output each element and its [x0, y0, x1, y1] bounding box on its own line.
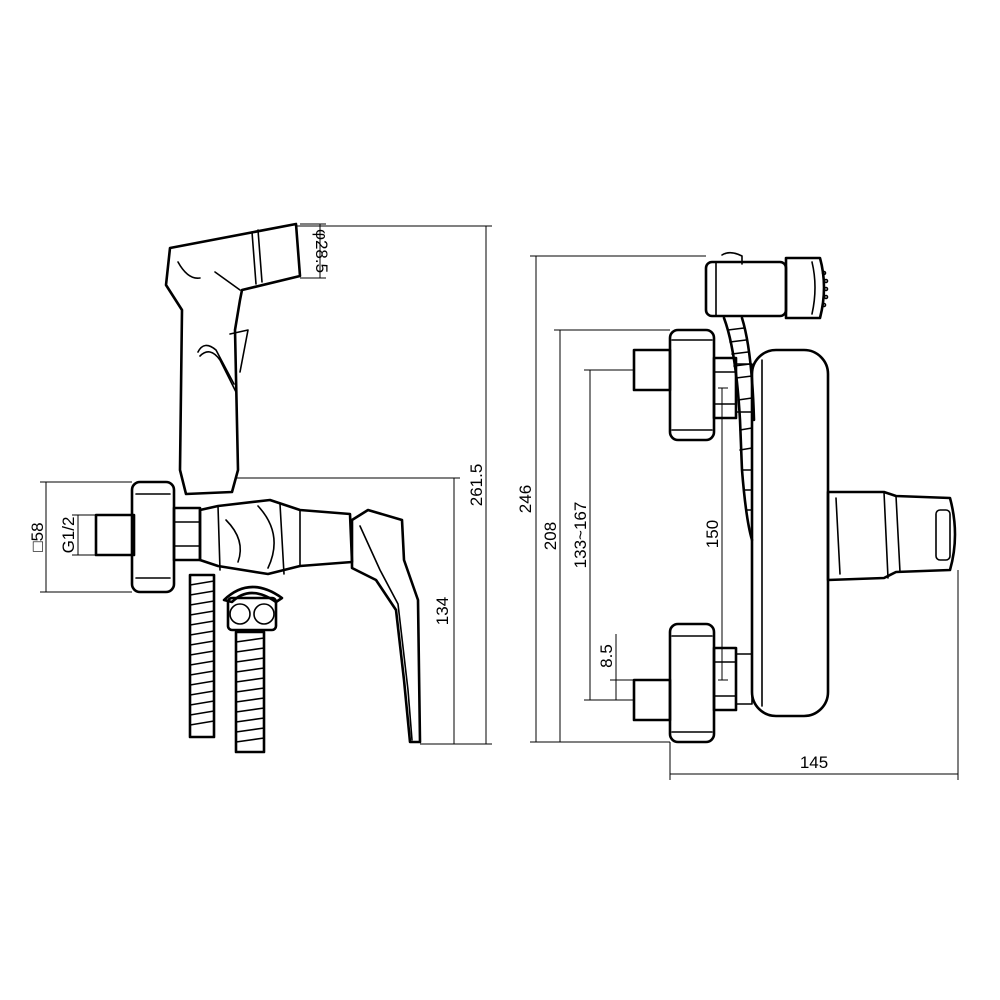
dim-text-150: 150 — [703, 520, 722, 548]
dim-text-145: 145 — [800, 753, 828, 772]
dim-261-5: 261.5 — [296, 225, 492, 745]
mixer-body-front — [750, 348, 830, 718]
hose-left — [188, 573, 216, 739]
dim-145: 145 — [669, 570, 959, 780]
dim-text-phi-28-5: φ28.5 — [312, 229, 331, 273]
wall-plate-side — [130, 480, 176, 594]
hose-right — [234, 630, 266, 754]
upper-mount — [632, 328, 753, 442]
hose-outlet — [222, 585, 284, 632]
dim-8-5: 8.5 — [597, 634, 634, 700]
dim-text-square-58: □58 — [28, 522, 47, 551]
dim-g1-2: G1/2 — [59, 514, 96, 556]
dim-208: 208 — [541, 329, 670, 742]
dim-133-167: 133~167 — [571, 369, 634, 701]
side-handle — [826, 490, 957, 582]
dim-text-134: 134 — [433, 597, 452, 625]
dim-134: 134 — [236, 477, 460, 744]
hex-nut — [172, 506, 202, 562]
inlet-pipe — [94, 513, 136, 557]
left-view: 261.5 φ28.5 134 □58 G1/2 — [28, 222, 492, 754]
top-sprayer — [704, 251, 829, 320]
mixer-body — [198, 498, 354, 576]
dim-text-g1-2: G1/2 — [59, 517, 78, 554]
dim-text-8-5: 8.5 — [597, 644, 616, 668]
dim-text-261-5: 261.5 — [467, 464, 486, 507]
hose-front — [722, 316, 756, 542]
dim-phi-28-5: φ28.5 — [300, 223, 331, 279]
right-view: 246 208 133~167 8.5 150 — [516, 251, 959, 780]
dim-text-208: 208 — [541, 522, 560, 550]
dim-150: 150 — [703, 387, 728, 681]
lower-mount — [632, 622, 753, 744]
dim-square-58: □58 — [28, 481, 132, 593]
dim-246: 246 — [516, 255, 706, 743]
dim-text-246: 246 — [516, 485, 535, 513]
lever-handle — [350, 508, 422, 744]
dim-text-133-167: 133~167 — [571, 502, 590, 569]
hand-shower — [164, 222, 302, 496]
